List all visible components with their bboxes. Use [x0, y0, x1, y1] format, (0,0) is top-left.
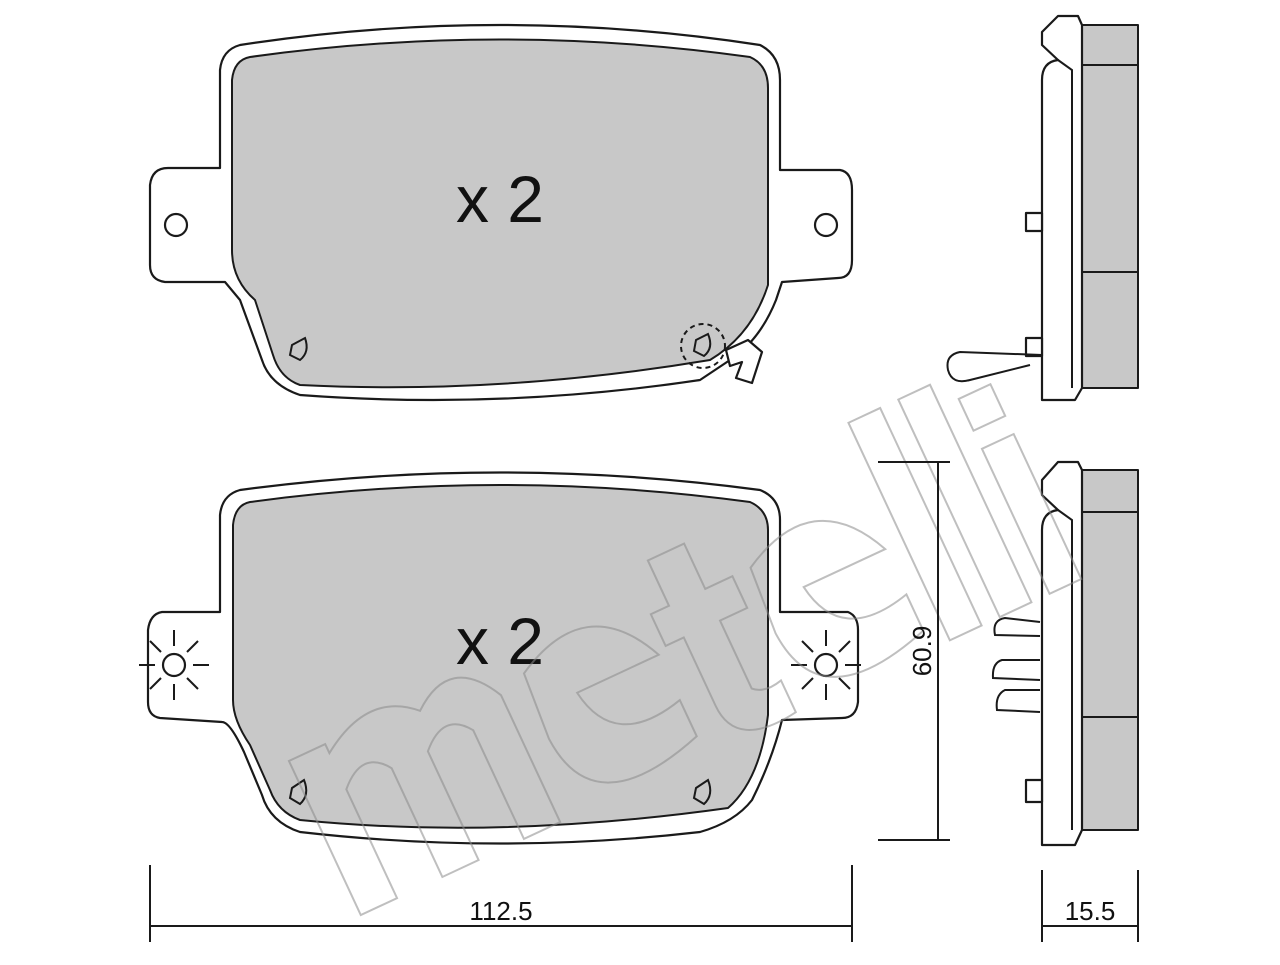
watermark-letter-m: [287, 676, 562, 917]
top-pad-wear-clip-left: [288, 336, 308, 362]
top-side-pin-2: [1024, 336, 1044, 358]
bottom-pad-star-washer-left: [139, 630, 209, 700]
top-side-pin-1: [1024, 211, 1044, 233]
dimension-thickness-label: 15.5: [1065, 896, 1116, 926]
top-pad-quantity-label: x 2: [456, 162, 544, 236]
bottom-pad-quantity-label: x 2: [456, 604, 544, 678]
top-pad-wear-clip-right: [692, 332, 712, 358]
bottom-pad-star-washer-right: [791, 630, 861, 700]
bottom-side-pin: [1024, 778, 1044, 804]
top-pad-wear-sensor-dashed: [680, 323, 726, 369]
top-side-sensor-wire: [946, 350, 1043, 383]
bottom-pad-front-view: x 2: [139, 471, 861, 845]
top-pad-wear-indicator-tab: [724, 338, 764, 385]
dimension-thickness: 15.5: [1041, 870, 1139, 942]
watermark-letter-i: [957, 382, 1083, 596]
bottom-pad-friction-material: [232, 484, 769, 829]
bottom-pad-wear-clip-right: [692, 778, 712, 806]
watermark-letter-e2: [749, 519, 925, 678]
dimension-width-label: 112.5: [469, 896, 532, 926]
dimension-width: 112.5: [149, 865, 853, 942]
bottom-pad-mount-hole-right: [813, 652, 839, 678]
top-pad-friction-material: [231, 38, 769, 389]
bottom-pad-mount-hole-left: [161, 652, 187, 678]
top-side-friction-block: [1081, 24, 1139, 389]
watermark-letter-e: [522, 625, 698, 784]
watermark-letter-l2: [896, 383, 1033, 619]
watermark-letter-t: [646, 542, 798, 731]
top-side-chamfer: [1057, 59, 1073, 388]
dimension-height-label: 60.9: [907, 626, 937, 677]
top-pad-side-view: [946, 14, 1139, 402]
dimension-height: 60.9: [878, 461, 950, 841]
top-pad-mount-hole-right: [813, 212, 839, 238]
top-pad-mount-hole-left: [163, 212, 189, 238]
bottom-side-spring-clip: [991, 616, 1041, 713]
top-side-backing-plate: [1040, 14, 1084, 402]
bottom-side-friction-block: [1081, 469, 1139, 831]
watermark-letter-l1: [847, 406, 983, 642]
metelli-watermark-logo: [287, 382, 1083, 917]
bottom-side-chamfer: [1057, 509, 1073, 830]
bottom-side-backing-plate: [1040, 460, 1084, 847]
top-pad-front-view: x 2: [148, 23, 854, 402]
